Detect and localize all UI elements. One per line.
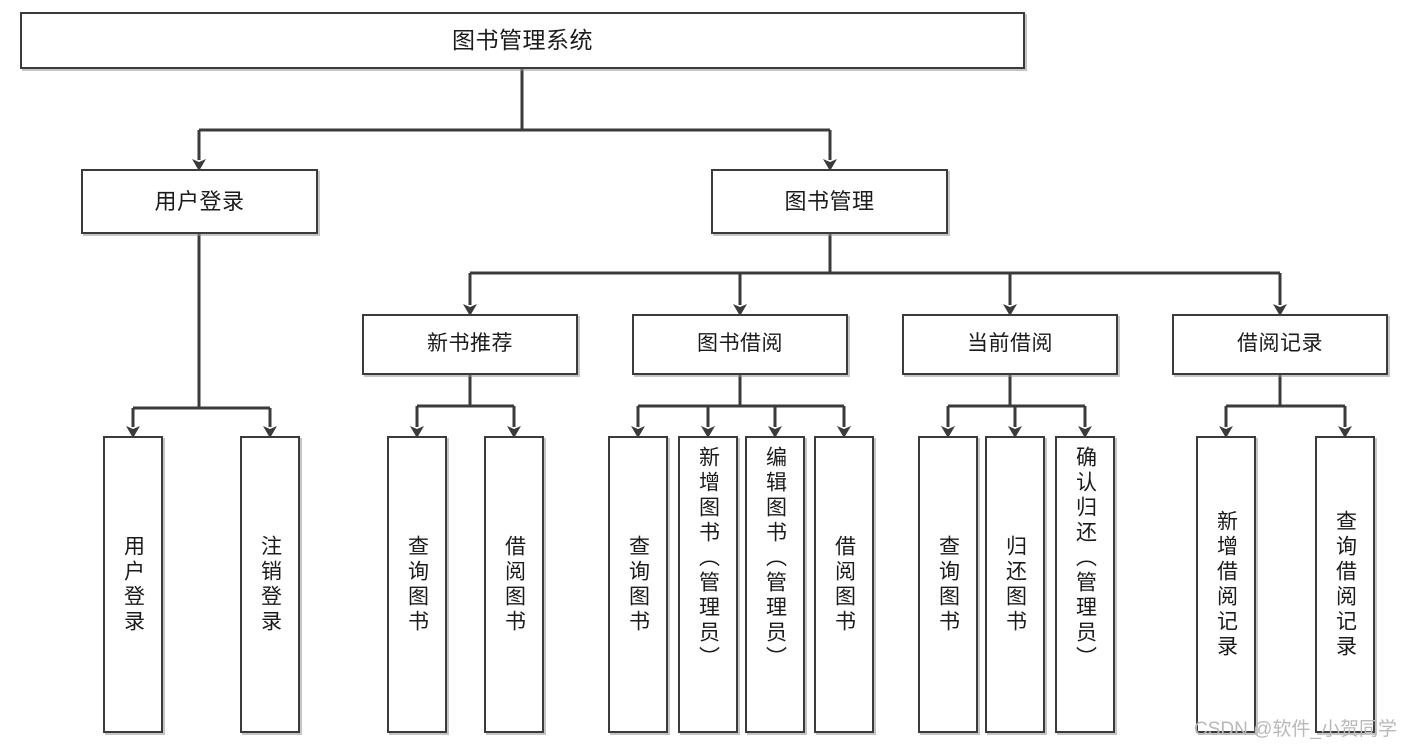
node-book-management[interactable]: 图书管理 [711,169,948,234]
node-leaf-label: 查询图书 [626,534,650,635]
node-leaf-label: 查询借阅记录 [1333,509,1357,660]
node-leaf-label: 新增借阅记录 [1214,509,1238,660]
node-leaf-label: 编辑图书（管理员） [763,446,787,671]
node-leaf-bookborrow-add-book[interactable]: 新增图书（管理员） [678,436,738,733]
node-leaf-user-login-login[interactable]: 用户登录 [103,436,163,733]
node-leaf-label: 新增图书（管理员） [696,446,720,671]
node-leaf-borrowrecord-add-record[interactable]: 新增借阅记录 [1196,436,1256,733]
node-leaf-label: 借阅图书 [502,534,526,635]
node-leaf-bookborrow-edit-book[interactable]: 编辑图书（管理员） [745,436,805,733]
node-leaf-user-login-logout[interactable]: 注销登录 [240,436,300,733]
node-borrow-record[interactable]: 借阅记录 [1172,314,1388,375]
node-leaf-label: 归还图书 [1003,534,1027,635]
node-user-login[interactable]: 用户登录 [81,169,318,234]
node-leaf-label: 借阅图书 [832,534,856,635]
node-leaf-label: 用户登录 [121,534,145,635]
node-root-library-system[interactable]: 图书管理系统 [20,12,1025,69]
node-book-borrow-label: 图书借阅 [697,332,783,356]
node-current-borrow-label: 当前借阅 [967,332,1053,356]
node-leaf-currentborrow-confirm-return[interactable]: 确认归还（管理员） [1055,436,1115,733]
node-leaf-label: 查询图书 [405,534,429,635]
node-leaf-label: 确认归还（管理员） [1073,446,1097,671]
node-book-borrow[interactable]: 图书借阅 [632,314,848,375]
node-leaf-label: 注销登录 [258,534,282,635]
node-leaf-newbook-query-book[interactable]: 查询图书 [387,436,447,733]
csdn-watermark: CSDN @软件_小贺同学 [1194,719,1397,740]
node-book-management-label: 图书管理 [784,188,875,214]
node-leaf-currentborrow-query-book[interactable]: 查询图书 [918,436,978,733]
node-leaf-borrowrecord-query-record[interactable]: 查询借阅记录 [1315,436,1375,733]
node-leaf-bookborrow-borrow-book[interactable]: 借阅图书 [814,436,874,733]
node-root-label: 图书管理系统 [452,27,593,54]
node-new-book-recommend[interactable]: 新书推荐 [362,314,578,375]
node-current-borrow[interactable]: 当前借阅 [902,314,1118,375]
node-leaf-label: 查询图书 [936,534,960,635]
node-leaf-currentborrow-return-book[interactable]: 归还图书 [985,436,1045,733]
node-borrow-record-label: 借阅记录 [1237,332,1323,356]
node-user-login-label: 用户登录 [154,188,245,214]
node-new-book-recommend-label: 新书推荐 [427,332,513,356]
node-leaf-bookborrow-query-book[interactable]: 查询图书 [608,436,668,733]
node-leaf-newbook-borrow-book[interactable]: 借阅图书 [484,436,544,733]
